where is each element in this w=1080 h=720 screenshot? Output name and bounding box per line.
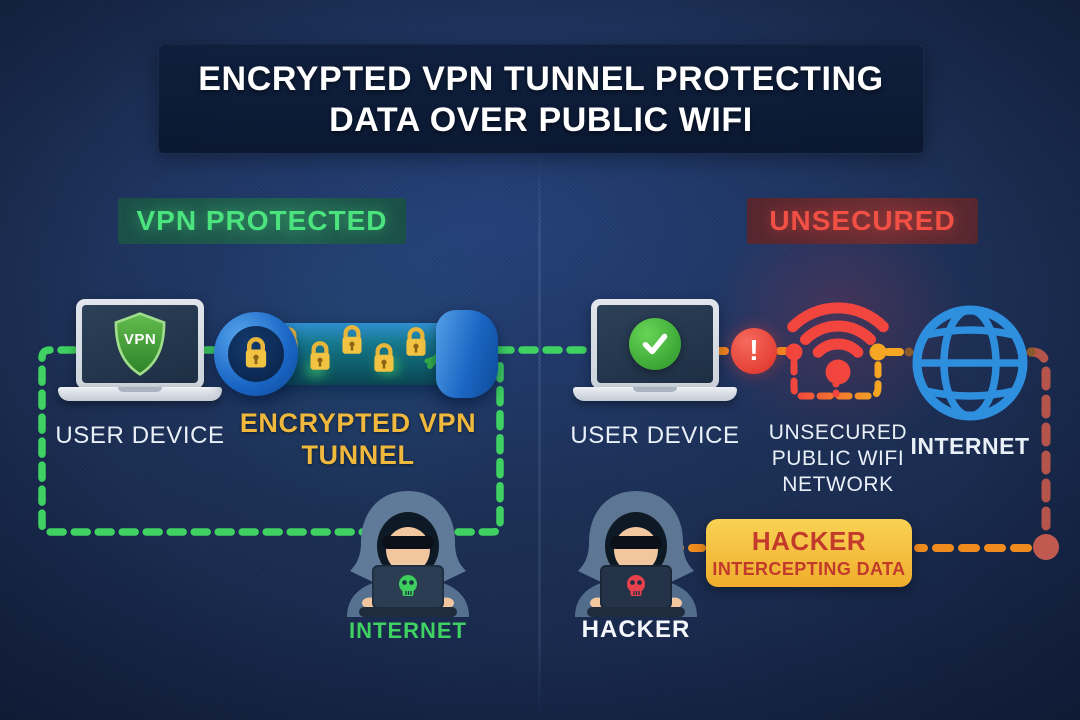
padlock-icon — [245, 337, 267, 368]
globe-left-dot — [904, 347, 914, 357]
laptop-notch — [118, 387, 162, 392]
laptop-base — [58, 387, 222, 401]
wifi-label-line2: PUBLIC WIFI — [771, 447, 905, 470]
checkmark-icon — [629, 318, 681, 370]
laptop-display — [597, 305, 713, 383]
vpn-tunnel-icon — [214, 310, 498, 398]
page-title-line1: ENCRYPTED VPN TUNNEL PROTECTING — [198, 59, 884, 98]
section-divider — [538, 155, 541, 720]
alert-icon: ! — [731, 328, 777, 374]
vpn-shield-label: VPN — [123, 331, 157, 348]
red-node-dot — [785, 343, 803, 361]
vpn-protected-badge: VPN PROTECTED — [118, 198, 406, 244]
hacker-icon-left — [347, 491, 469, 617]
padlock-icon — [374, 343, 394, 372]
orange-node-dot — [869, 343, 887, 361]
user-device-label-left: USER DEVICE — [55, 422, 225, 449]
padlock-icon — [342, 325, 362, 354]
tunnel-entry-face — [228, 326, 284, 382]
laptop-notch — [633, 387, 677, 392]
internet-label-right: INTERNET — [910, 433, 1030, 459]
vpn-laptop-icon: VPN — [58, 299, 222, 401]
wifi-label-line3: NETWORK — [782, 473, 894, 496]
tunnel-exit-cap — [436, 310, 498, 398]
banner-line1: HACKER — [751, 526, 867, 556]
tunnel-entry-cap — [214, 312, 298, 396]
internet-label-left: INTERNET — [349, 618, 467, 643]
wifi-label: UNSECURED PUBLIC WIFI NETWORK — [756, 420, 920, 498]
globe-right-dot — [1026, 347, 1036, 357]
globe-icon — [912, 305, 1028, 421]
skull-icon-green — [399, 575, 417, 596]
page-title-line2: DATA OVER PUBLIC WIFI — [329, 100, 753, 139]
hacker-intercepting-banner: HACKER INTERCEPTING DATA — [706, 519, 912, 587]
hacker-label: HACKER — [581, 616, 691, 643]
user-device-label-right: USER DEVICE — [570, 422, 740, 449]
wifi-label-line1: UNSECURED — [768, 421, 908, 444]
hacker-icon-right — [575, 491, 697, 617]
tunnel-label-line2: TUNNEL — [301, 440, 415, 470]
skull-icon-red — [627, 575, 645, 596]
alert-symbol: ! — [749, 334, 759, 367]
padlock-icon — [406, 327, 426, 356]
unsecured-badge: UNSECURED — [747, 198, 978, 244]
title-panel: ENCRYPTED VPN TUNNEL PROTECTING DATA OVE… — [158, 44, 924, 154]
banner-line2: INTERCEPTING DATA — [712, 559, 906, 579]
tunnel-label: ENCRYPTED VPN TUNNEL — [230, 407, 486, 471]
laptop-base — [573, 387, 737, 401]
green-loop-line — [38, 346, 504, 536]
vpn-shield-icon — [114, 312, 166, 376]
laptop-screen — [591, 299, 719, 389]
padlock-icon — [310, 341, 330, 370]
laptop-display: VPN — [82, 305, 198, 383]
laptop-screen: VPN — [76, 299, 204, 389]
junction-dot — [1033, 534, 1059, 560]
wifi-icon — [787, 302, 889, 385]
unsecured-laptop-icon — [573, 299, 737, 401]
tunnel-label-line1: ENCRYPTED VPN — [239, 408, 477, 438]
